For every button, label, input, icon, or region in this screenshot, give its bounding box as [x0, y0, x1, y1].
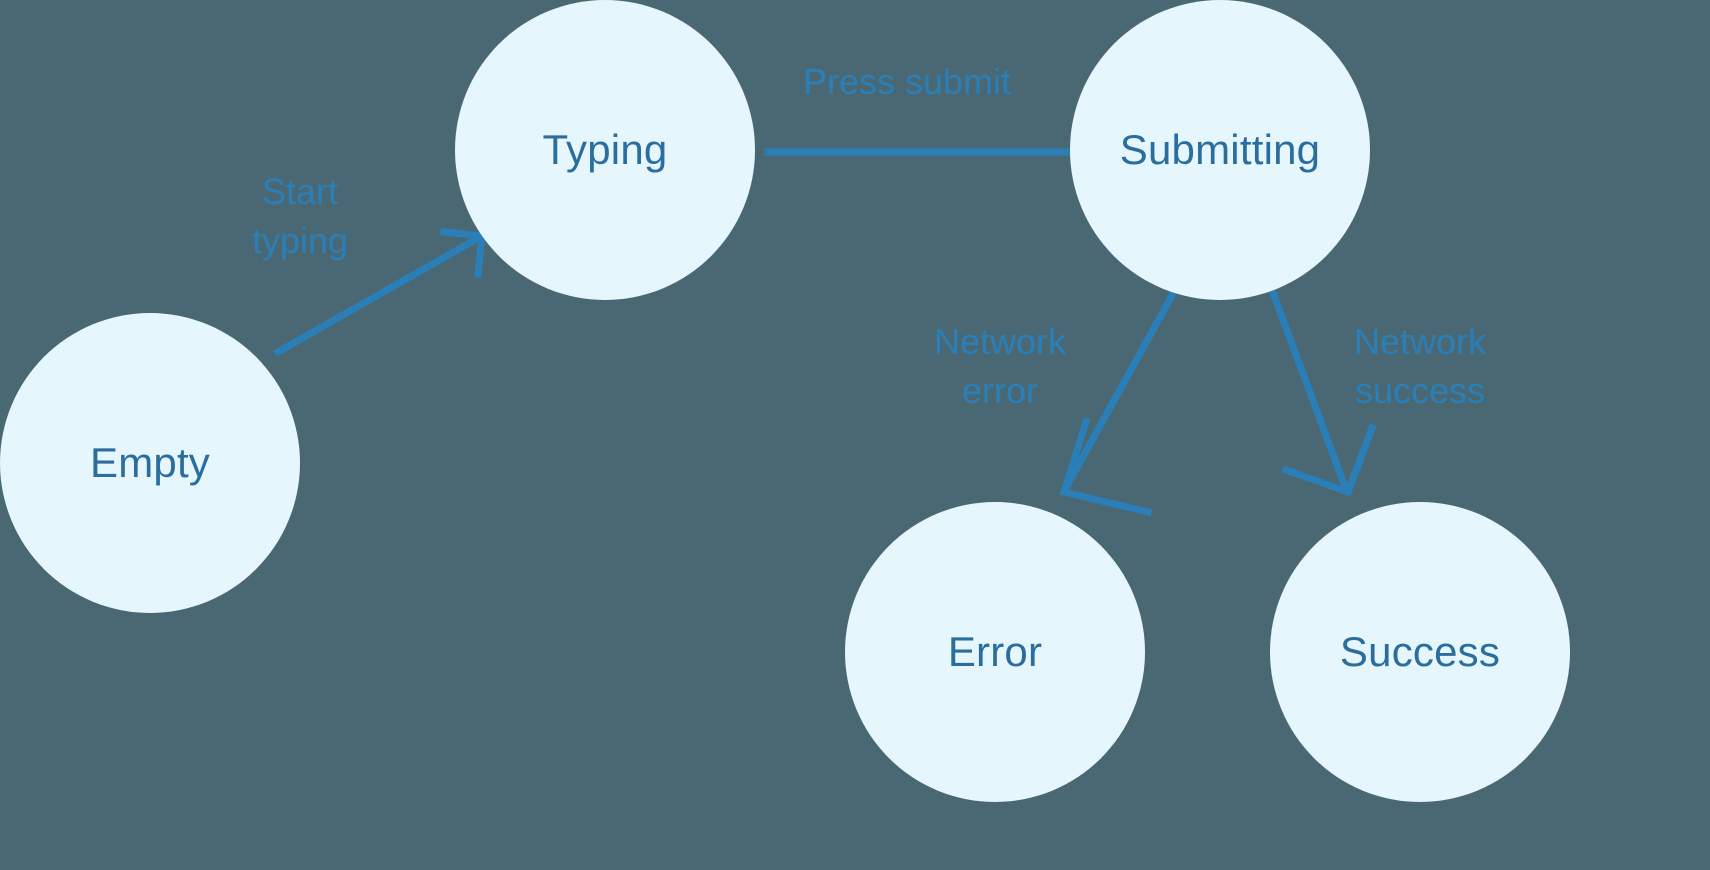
arrowhead-icon: [1059, 417, 1153, 517]
edge-line: [273, 231, 487, 357]
state-node-submitting[interactable]: Submitting: [1070, 0, 1370, 300]
state-node-typing[interactable]: Typing: [455, 0, 755, 300]
state-node-label: Submitting: [1119, 126, 1321, 173]
state-node-success[interactable]: Success: [1270, 502, 1570, 802]
state-node-label: Success: [1339, 628, 1501, 675]
edge-line: [1267, 285, 1349, 489]
edge-submitting-to-success: [1267, 285, 1377, 497]
state-node-label: Empty: [89, 439, 211, 486]
state-node-empty[interactable]: Empty: [0, 313, 300, 613]
edge-line: [1063, 285, 1180, 489]
arrowhead-icon: [1281, 423, 1377, 497]
edge-submitting-to-error: [1059, 285, 1180, 517]
state-node-label: Typing: [542, 126, 668, 173]
edge-empty-to-typing: [273, 228, 487, 357]
state-node-label: Error: [947, 628, 1043, 675]
state-node-error[interactable]: Error: [845, 502, 1145, 802]
